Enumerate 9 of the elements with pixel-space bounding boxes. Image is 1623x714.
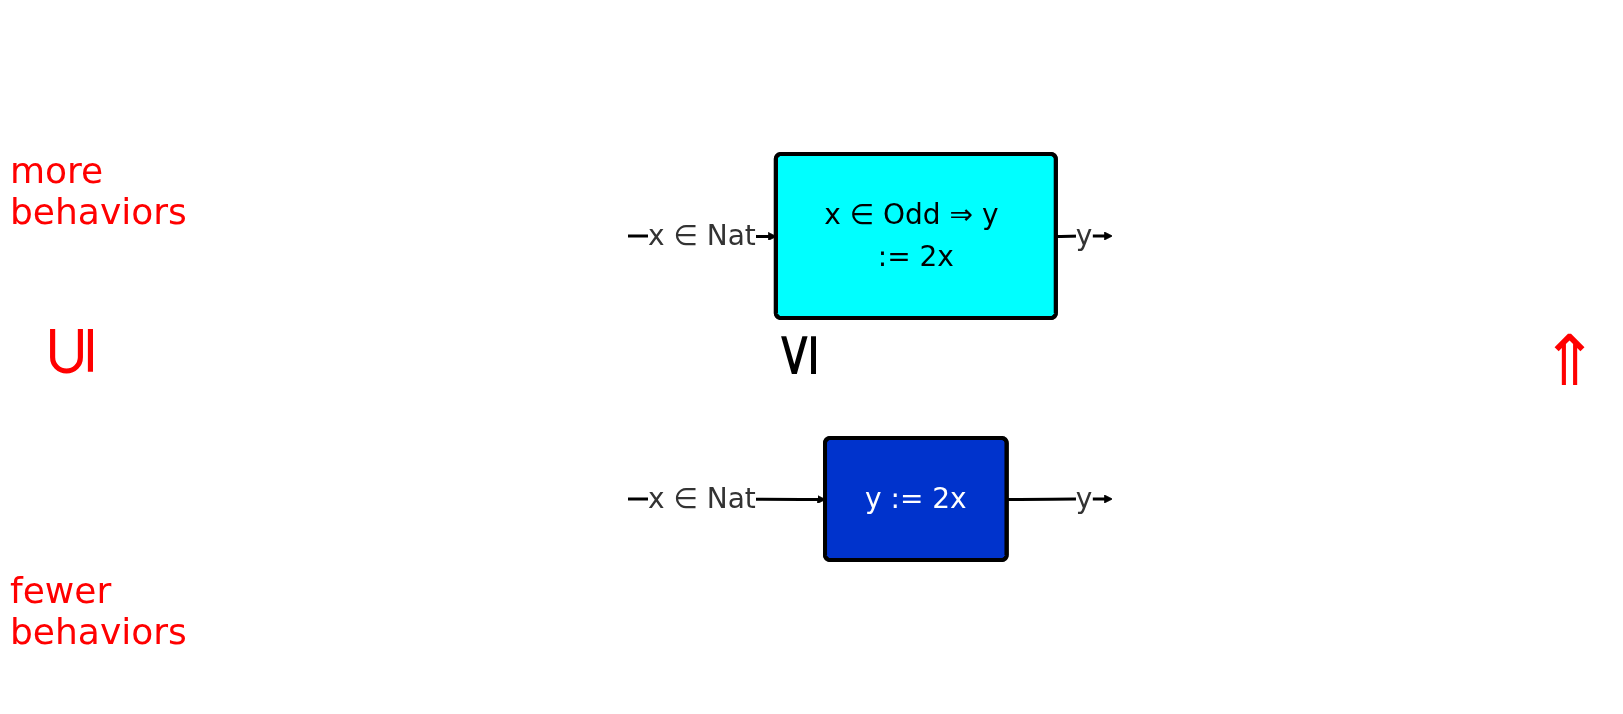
annotation-text: fewer behaviors	[10, 570, 188, 652]
edge-label: y	[1075, 219, 1093, 252]
relation-symbol: ≤	[760, 329, 831, 381]
edge-label: x ∈ Nat	[647, 482, 756, 515]
edge-label: y	[1075, 482, 1093, 515]
annotation-text: more behaviors	[10, 150, 188, 232]
edge-label: x ∈ Nat	[647, 219, 756, 252]
relation-symbol: ⊆	[28, 321, 111, 381]
implication-arrow: ⇑	[1540, 320, 1599, 402]
